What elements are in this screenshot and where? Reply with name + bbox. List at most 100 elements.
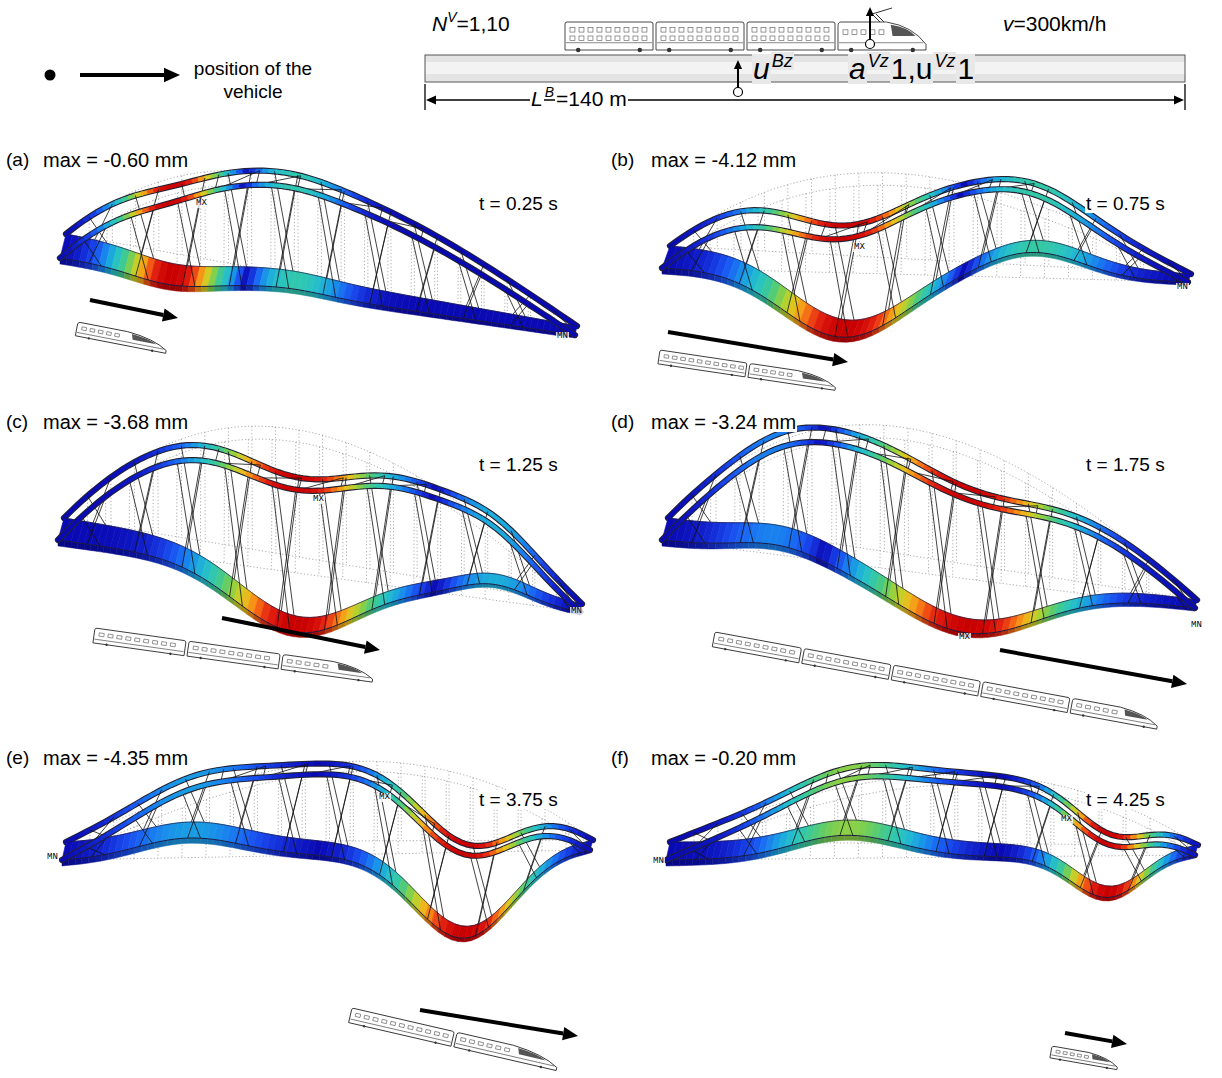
hanger bbox=[372, 487, 391, 610]
hanger bbox=[82, 516, 100, 546]
train-window bbox=[633, 28, 638, 32]
deck-girder-segment bbox=[234, 286, 240, 291]
hanger bbox=[510, 304, 528, 325]
train-window bbox=[730, 365, 735, 369]
deck-girder-segment bbox=[195, 286, 201, 291]
arch-segment bbox=[1188, 602, 1195, 608]
train-bogie bbox=[903, 681, 906, 684]
hanger bbox=[1034, 509, 1052, 610]
train-window bbox=[633, 36, 638, 40]
hanger bbox=[95, 204, 113, 240]
train-window bbox=[688, 28, 693, 32]
arch-rib bbox=[60, 185, 575, 335]
train-car bbox=[748, 363, 837, 390]
train-bogie bbox=[1082, 714, 1085, 717]
train-window bbox=[82, 327, 87, 331]
train-window bbox=[733, 28, 738, 32]
undeformed-line bbox=[508, 551, 509, 602]
train-window bbox=[808, 654, 813, 658]
train-window bbox=[861, 663, 866, 667]
deck-girder-segment bbox=[260, 286, 266, 291]
train-bogie bbox=[729, 48, 733, 52]
undeformed-line bbox=[297, 178, 298, 276]
undeformed-line bbox=[413, 486, 414, 589]
train-window bbox=[108, 634, 113, 638]
train-window bbox=[90, 328, 95, 332]
train-window bbox=[745, 642, 750, 646]
hanger bbox=[890, 458, 908, 581]
vehicle-dot bbox=[45, 70, 56, 81]
hanger bbox=[370, 223, 388, 304]
train-window bbox=[861, 30, 866, 34]
train-window bbox=[719, 637, 724, 641]
train-window bbox=[706, 36, 711, 40]
train-window bbox=[255, 655, 260, 659]
hanger bbox=[830, 239, 848, 337]
undeformed-line bbox=[60, 185, 575, 335]
train-window bbox=[761, 28, 766, 32]
undeformed-line bbox=[62, 772, 590, 860]
hanger bbox=[734, 229, 752, 290]
deck-girder-segment bbox=[702, 543, 709, 549]
undeformed-line bbox=[440, 490, 441, 580]
train-window bbox=[987, 687, 992, 691]
train-window bbox=[752, 28, 757, 32]
train-window bbox=[715, 28, 720, 32]
train-windshield bbox=[1123, 709, 1148, 719]
vehicle-sensor-arrow-head bbox=[866, 7, 874, 16]
train-window bbox=[763, 645, 768, 649]
arch-outline bbox=[58, 460, 580, 612]
deck-edge bbox=[58, 540, 580, 633]
hanger bbox=[272, 484, 290, 632]
train-window bbox=[924, 675, 929, 679]
train-window bbox=[229, 651, 234, 655]
hanger bbox=[276, 188, 295, 287]
train-bogie bbox=[1142, 725, 1145, 728]
hanger bbox=[735, 473, 753, 542]
arch-rib bbox=[58, 460, 580, 612]
undeformed-line bbox=[980, 450, 981, 567]
train-window bbox=[915, 673, 920, 677]
hanger bbox=[411, 235, 429, 313]
train-window bbox=[879, 667, 884, 671]
undeformed-line bbox=[437, 500, 438, 592]
train-window bbox=[852, 30, 857, 34]
undeformed-line bbox=[485, 533, 486, 599]
hanger bbox=[228, 173, 246, 267]
dimension-tick bbox=[1184, 84, 1185, 110]
hanger bbox=[986, 499, 1004, 620]
train-window bbox=[597, 28, 602, 32]
hanger bbox=[182, 461, 201, 568]
hanger bbox=[93, 477, 111, 523]
hanger bbox=[87, 496, 105, 544]
bridge-sensor-arrow-head bbox=[734, 60, 742, 69]
train-window bbox=[202, 647, 207, 651]
vehicle-position bbox=[658, 332, 848, 391]
hanger bbox=[784, 446, 802, 552]
train-bogie bbox=[169, 652, 172, 655]
train-window bbox=[1031, 695, 1036, 699]
deck-girder-segment bbox=[189, 286, 195, 291]
hanger bbox=[140, 452, 158, 533]
train-stripe bbox=[748, 42, 834, 43]
train-car bbox=[93, 628, 186, 656]
train-window bbox=[143, 639, 148, 643]
hanger-set bbox=[82, 461, 570, 632]
hanger bbox=[509, 539, 527, 594]
undeformed-line bbox=[483, 264, 484, 309]
undeformed-line bbox=[1001, 471, 1002, 584]
undeformed-line bbox=[859, 425, 861, 548]
train-window bbox=[1085, 705, 1090, 709]
undeformed-line bbox=[904, 440, 905, 571]
train-window bbox=[843, 30, 848, 34]
train-window bbox=[670, 36, 675, 40]
train-window bbox=[681, 357, 686, 361]
bracing-member bbox=[863, 205, 909, 235]
hanger bbox=[323, 203, 341, 294]
hanger bbox=[692, 493, 711, 542]
hanger bbox=[1031, 519, 1050, 623]
hanger bbox=[1021, 191, 1039, 253]
hanger bbox=[881, 458, 899, 604]
train-window bbox=[211, 649, 216, 653]
